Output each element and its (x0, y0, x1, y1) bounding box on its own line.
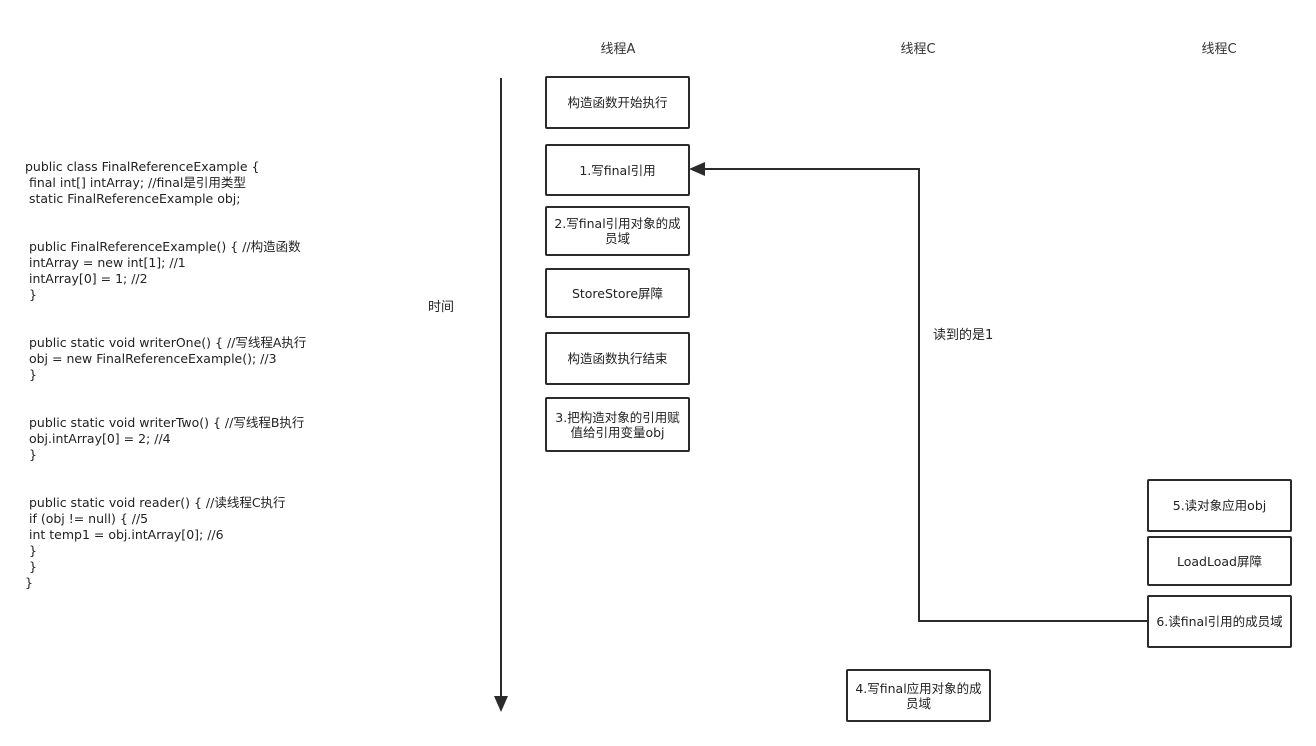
box-storestore-barrier-text: StoreStore屏障 (571, 285, 664, 301)
box-read-member[interactable]: 6.读final引用的成员域 (1147, 595, 1292, 648)
box-storestore-barrier[interactable]: StoreStore屏障 (545, 268, 690, 318)
code-listing: public class FinalReferenceExample { fin… (25, 159, 307, 590)
box-read-obj-text: 5.读对象应用obj (1172, 498, 1267, 513)
time-label: 时间 (428, 300, 455, 315)
box-constructor-end[interactable]: 构造函数执行结束 (545, 332, 690, 385)
read-arrow-line (700, 168, 1148, 622)
box-constructor-start[interactable]: 构造函数开始执行 (545, 76, 690, 129)
box-thread-b-write-member-text: 4.写final应用对象的成员域 (855, 680, 982, 711)
box-constructor-start-text: 构造函数开始执行 (567, 95, 668, 110)
box-constructor-end-text: 构造函数执行结束 (567, 351, 668, 366)
box-assign-ref[interactable]: 3.把构造对象的引用赋值给引用变量obj (545, 397, 690, 452)
box-write-member[interactable]: 2.写final引用对象的成员域 (545, 206, 690, 256)
box-write-member-text: 2.写final引用对象的成员域 (554, 216, 681, 246)
thread-c-header-middle: 线程C (900, 42, 936, 57)
read-arrowhead (689, 162, 705, 176)
box-read-obj[interactable]: 5.读对象应用obj (1147, 479, 1292, 532)
thread-c-header-right: 线程C (1201, 42, 1237, 57)
box-write-final-ref-text: 1.写final引用 (579, 162, 656, 178)
thread-a-header: 线程A (600, 42, 636, 57)
box-loadload-barrier-text: LoadLoad屏障 (1177, 553, 1262, 569)
box-read-member-text: 6.读final引用的成员域 (1156, 614, 1283, 629)
timeline-arrowhead (494, 696, 508, 712)
arrow-label: 读到的是1 (933, 328, 994, 343)
box-thread-b-write-member[interactable]: 4.写final应用对象的成员域 (846, 669, 991, 722)
box-write-final-ref[interactable]: 1.写final引用 (545, 144, 690, 196)
box-loadload-barrier[interactable]: LoadLoad屏障 (1147, 536, 1292, 586)
box-assign-ref-text: 3.把构造对象的引用赋值给引用变量obj (555, 409, 680, 440)
